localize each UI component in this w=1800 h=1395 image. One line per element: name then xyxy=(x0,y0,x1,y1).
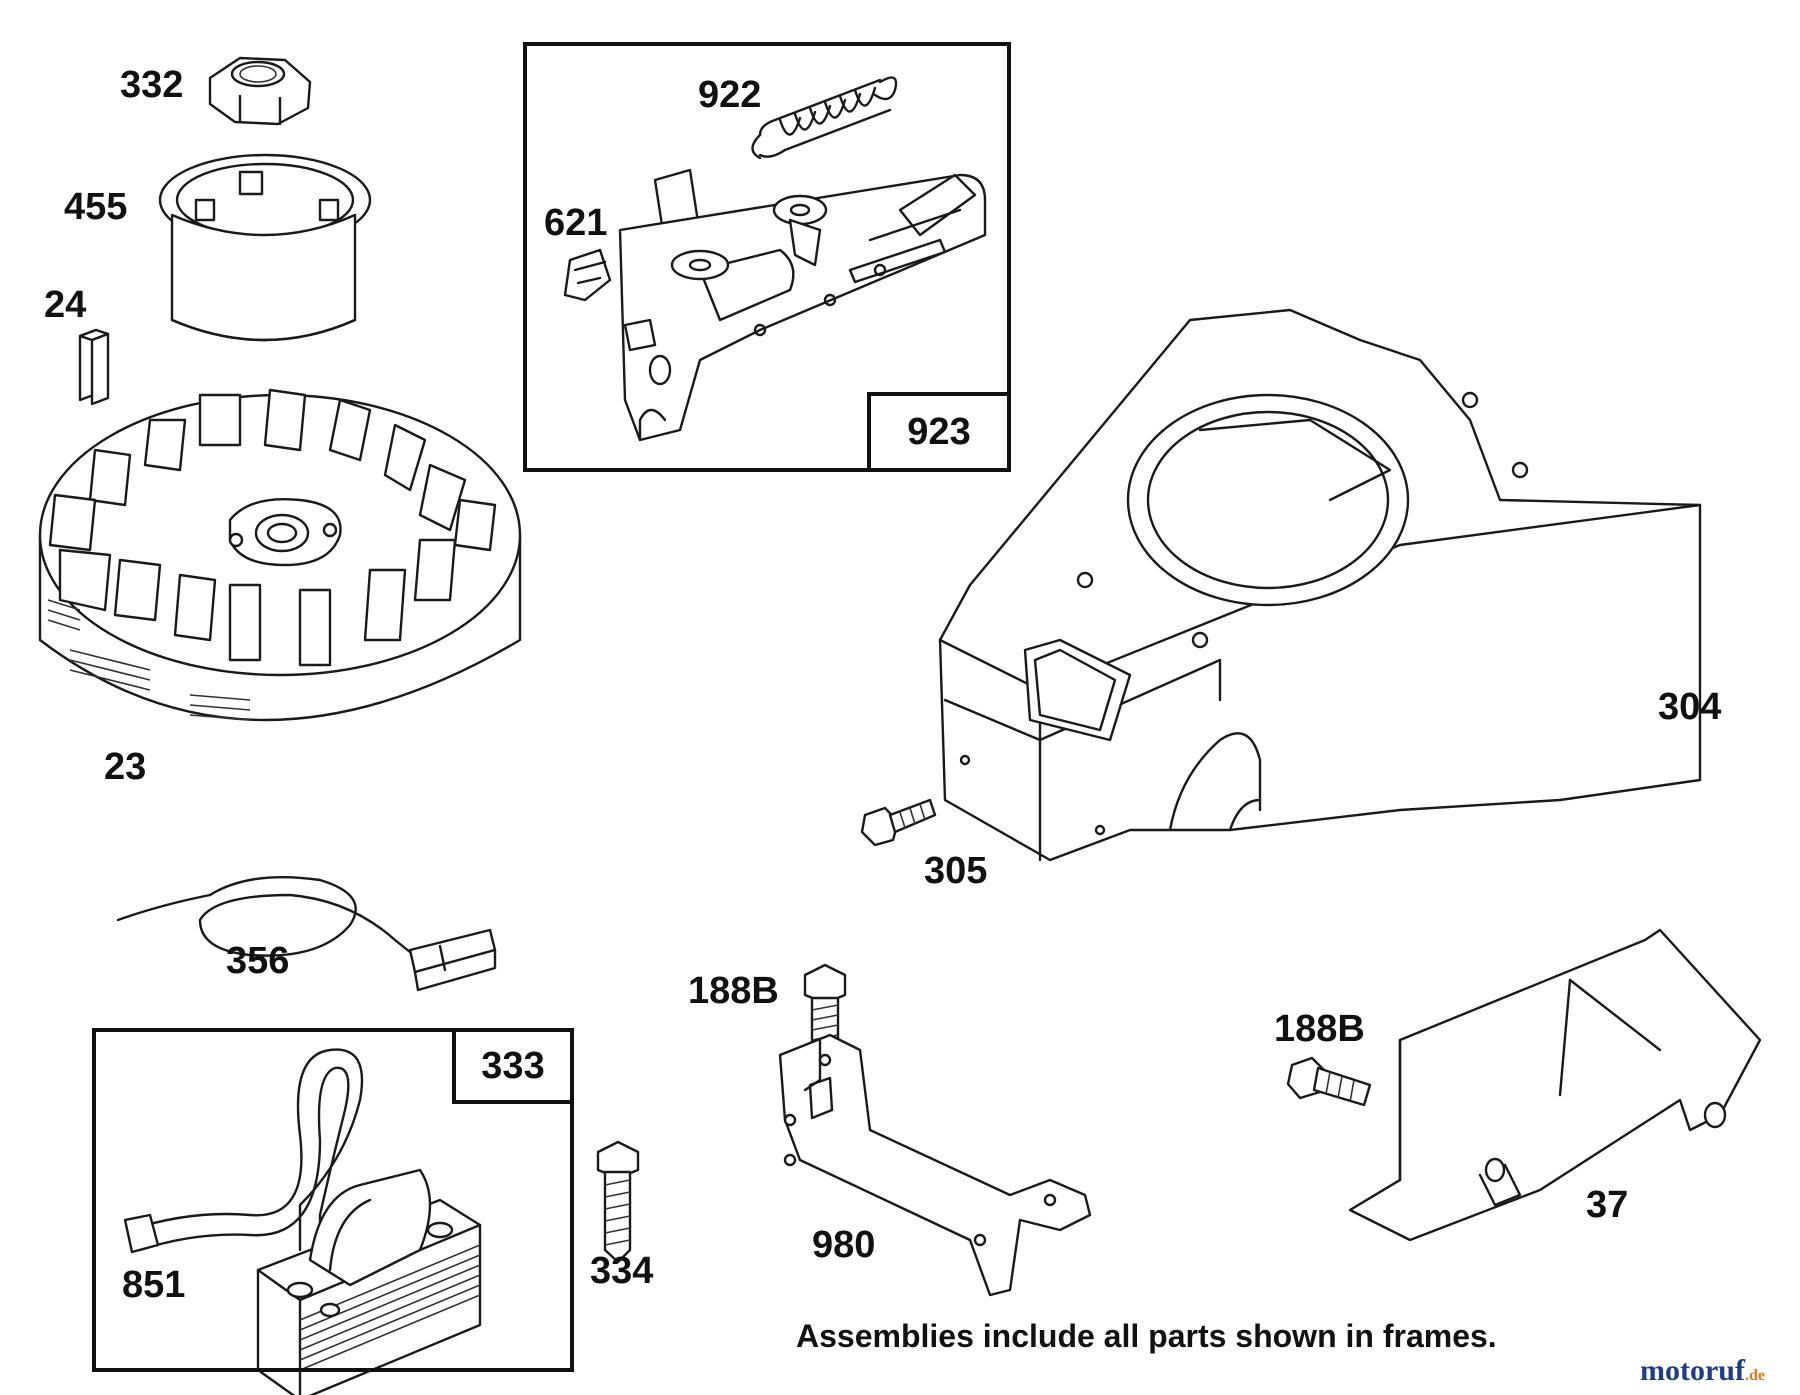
label-334: 334 xyxy=(590,1250,654,1292)
part-621-lever xyxy=(563,168,987,442)
part-37-plate xyxy=(1348,928,1762,1242)
part-356-wire xyxy=(116,875,497,992)
label-305: 305 xyxy=(924,850,988,892)
label-356: 356 xyxy=(226,940,290,982)
part-980-bracket xyxy=(778,1033,1092,1297)
label-621: 621 xyxy=(544,202,608,244)
watermark-tld: .de xyxy=(1744,1367,1765,1384)
label-851: 851 xyxy=(122,1264,186,1306)
part-332-hex-nut xyxy=(208,56,312,126)
part-922-spring xyxy=(751,76,898,160)
label-455: 455 xyxy=(64,186,128,228)
part-23-flywheel xyxy=(38,388,522,722)
part-305-bolt xyxy=(860,798,937,847)
label-332: 332 xyxy=(120,64,184,106)
label-304: 304 xyxy=(1658,686,1722,728)
watermark-name: motoruf xyxy=(1640,1354,1745,1387)
label-980: 980 xyxy=(812,1224,876,1266)
label-922: 922 xyxy=(698,74,762,116)
watermark: motoruf.de xyxy=(1640,1354,1765,1388)
part-24-key xyxy=(78,328,110,406)
assemblies-note: Assemblies include all parts shown in fr… xyxy=(796,1318,1497,1354)
assembly-tag-923: 923 xyxy=(867,392,1011,472)
assembly-frame-923 xyxy=(523,42,1011,472)
assembly-frame-333 xyxy=(92,1028,574,1372)
label-37: 37 xyxy=(1586,1184,1629,1226)
assembly-tag-333: 333 xyxy=(452,1028,574,1104)
part-334-screw xyxy=(596,1140,640,1264)
part-188b-bolt-b xyxy=(1286,1056,1372,1107)
label-23: 23 xyxy=(104,746,147,788)
part-851-ignition-coil xyxy=(123,1048,482,1395)
label-24: 24 xyxy=(44,284,87,326)
label-188b-a: 188B xyxy=(688,970,779,1012)
part-455-cup xyxy=(158,153,372,342)
part-304-blower-housing xyxy=(938,308,1702,862)
label-188b-b: 188B xyxy=(1274,1008,1365,1050)
